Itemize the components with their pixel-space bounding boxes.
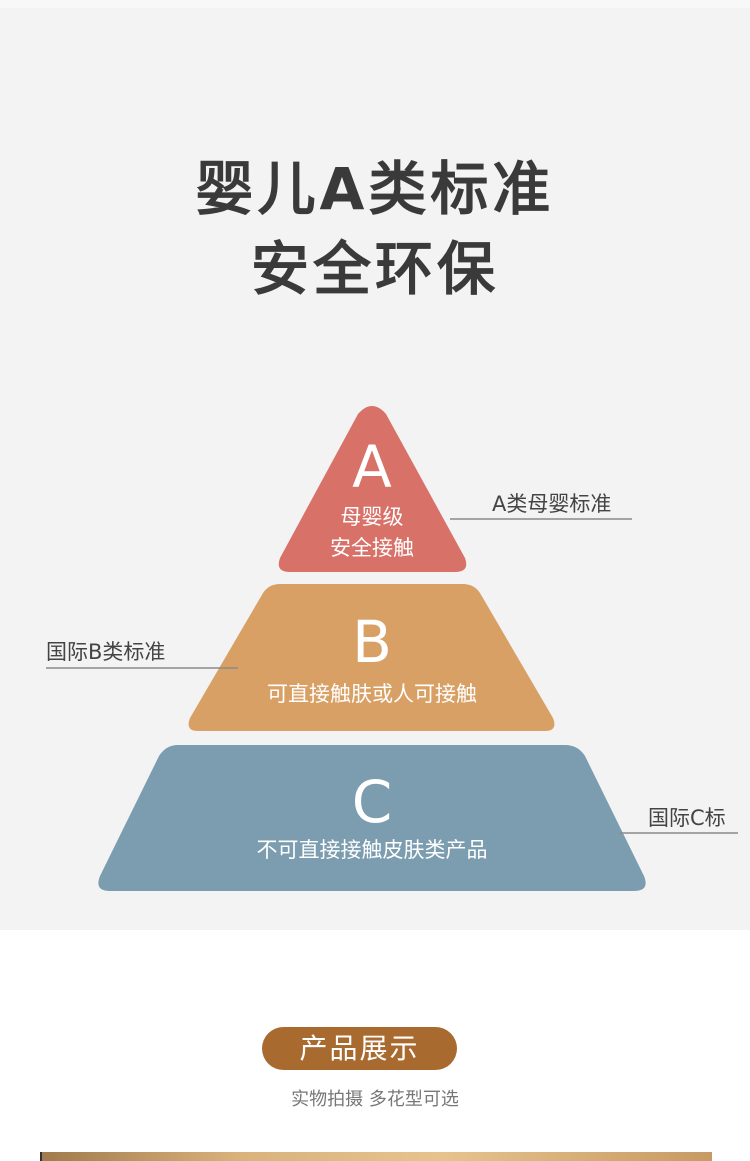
tier-c-letter: C [352, 768, 393, 836]
annotation-c: 国际C标 [648, 806, 726, 830]
tier-b-shape [188, 584, 555, 731]
tier-c-label: 不可直接接触皮肤类产品 [257, 838, 488, 862]
photo-frame-corner [40, 1152, 50, 1161]
tier-a-shape [278, 406, 467, 572]
title-line-2: 安全环保 [250, 235, 499, 303]
tier-b-letter: B [352, 608, 392, 676]
tier-a-letter: A [352, 433, 392, 501]
product-photo [40, 1152, 712, 1161]
annotation-b: 国际B类标准 [46, 640, 165, 664]
top-divider [0, 0, 750, 8]
title-line-1: 婴儿A类标准 [195, 155, 555, 223]
tier-b-label: 可直接触肤或人可接触 [267, 682, 477, 706]
tier-c-shape [98, 745, 646, 891]
pyramid-diagram: A 母婴级 安全接触 B 可直接触肤或人可接触 C 不可直接接触皮肤类产品 A类… [46, 406, 738, 891]
tier-a-label-line1: 母婴级 [341, 505, 404, 529]
tier-a-label-line2: 安全接触 [330, 536, 414, 560]
annotation-a: A类母婴标准 [492, 492, 611, 516]
showcase-subtitle: 实物拍摄 多花型可选 [291, 1089, 459, 1110]
product-showcase-badge: 产品展示 [262, 1027, 457, 1070]
